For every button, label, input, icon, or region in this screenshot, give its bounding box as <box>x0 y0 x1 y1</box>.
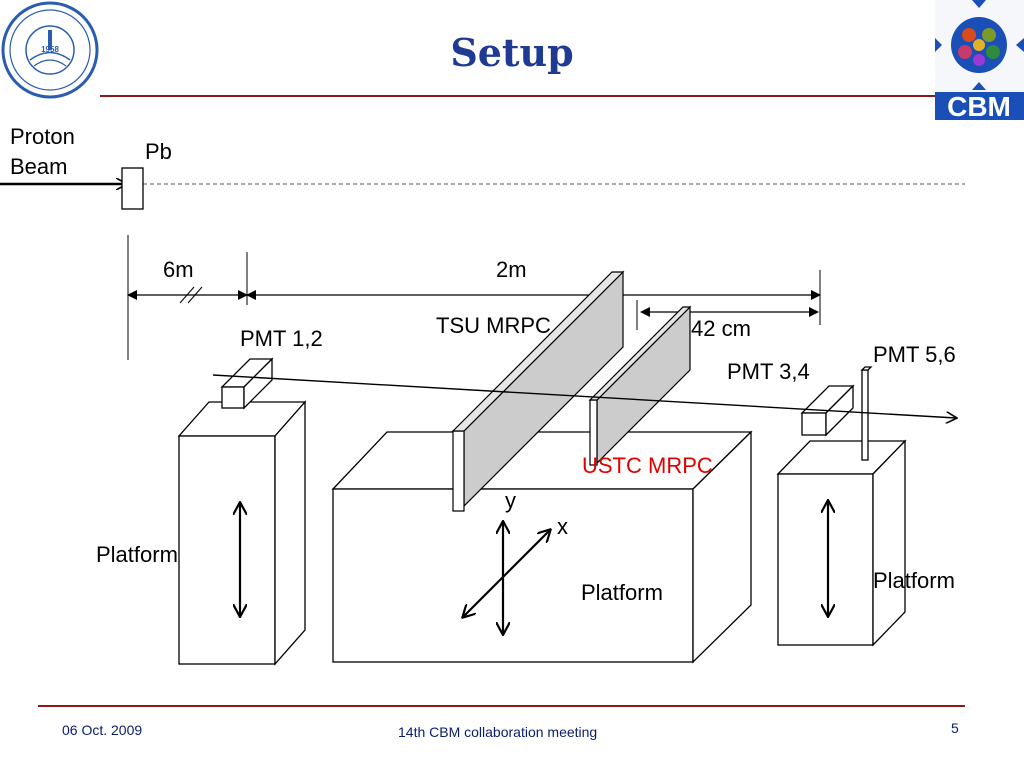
label-pmt-12: PMT 1,2 <box>240 326 323 351</box>
pmt-34 <box>800 384 855 437</box>
ustc-mrpc <box>588 305 692 466</box>
label-beam: Beam <box>10 154 68 179</box>
pb-target <box>121 167 144 210</box>
dimension-lines <box>127 235 821 360</box>
platform-center <box>331 430 753 664</box>
footer-meeting: 14th CBM collaboration meeting <box>398 724 598 740</box>
platform-right <box>776 439 907 647</box>
ustc-logo-year: 1958 <box>41 45 59 54</box>
label-42cm: 42 cm <box>691 316 751 341</box>
platform-left <box>177 400 307 666</box>
pmt-12 <box>220 357 274 410</box>
footer-page-number: 5 <box>951 720 959 736</box>
cbm-logo-text: CBM <box>947 91 1011 122</box>
footer-date: 06 Oct. 2009 <box>62 722 143 738</box>
cbm-logo <box>935 0 1024 120</box>
particle-trajectory <box>212 374 956 418</box>
label-platform-center: Platform <box>581 580 663 605</box>
label-axis-y: y <box>505 488 516 513</box>
label-proton: Proton <box>10 124 75 149</box>
pmt-56 <box>860 366 873 461</box>
label-platform-left: Platform <box>96 542 178 567</box>
label-pmt-56: PMT 5,6 <box>873 342 956 367</box>
label-6m: 6m <box>163 257 194 282</box>
label-tsu-mrpc: TSU MRPC <box>436 313 551 338</box>
label-2m: 2m <box>496 257 527 282</box>
label-platform-right: Platform <box>873 568 955 593</box>
label-pb: Pb <box>145 139 172 164</box>
label-ustc-mrpc: USTC MRPC <box>582 453 713 478</box>
label-pmt-34: PMT 3,4 <box>727 359 810 384</box>
label-axis-x: x <box>557 514 568 539</box>
xy-axis-arrows <box>463 522 550 634</box>
ustc-logo <box>1 1 99 99</box>
slide-title: Setup <box>450 30 574 75</box>
